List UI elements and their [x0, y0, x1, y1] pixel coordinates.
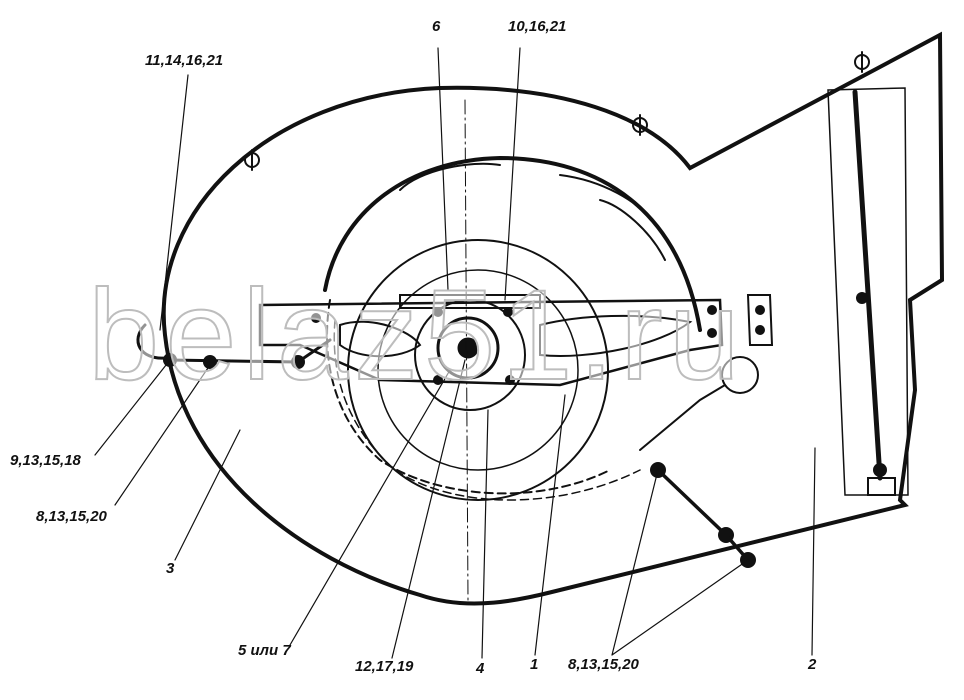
- disc-inner: [377, 269, 579, 471]
- right-plate: [827, 87, 909, 496]
- watermark: belaz51.ru: [87, 263, 746, 408]
- label-part-3: 3: [166, 560, 175, 577]
- label-bottom-2: 8,13,15,20: [568, 656, 639, 673]
- label-part-5-or-7: 5 или 7: [238, 642, 291, 659]
- label-left-1: 9,13,15,18: [10, 452, 81, 469]
- right-bar: [852, 89, 883, 481]
- label-top-right: 10,16,21: [508, 18, 567, 35]
- label-left-2: 8,13,15,20: [36, 508, 107, 525]
- label-part-2: 2: [808, 656, 817, 673]
- label-part-1: 1: [530, 656, 539, 673]
- label-bottom-1: 12,17,19: [355, 658, 414, 675]
- label-top-left: 11,14,16,21: [145, 52, 224, 69]
- disc-outer: [347, 239, 609, 501]
- label-part-4: 4: [476, 660, 485, 677]
- housing-scroll: [161, 31, 945, 606]
- impeller-outer: [323, 155, 702, 332]
- crossbar: [258, 298, 724, 387]
- label-part-6: 6: [432, 18, 441, 35]
- hub-circle: [414, 299, 526, 411]
